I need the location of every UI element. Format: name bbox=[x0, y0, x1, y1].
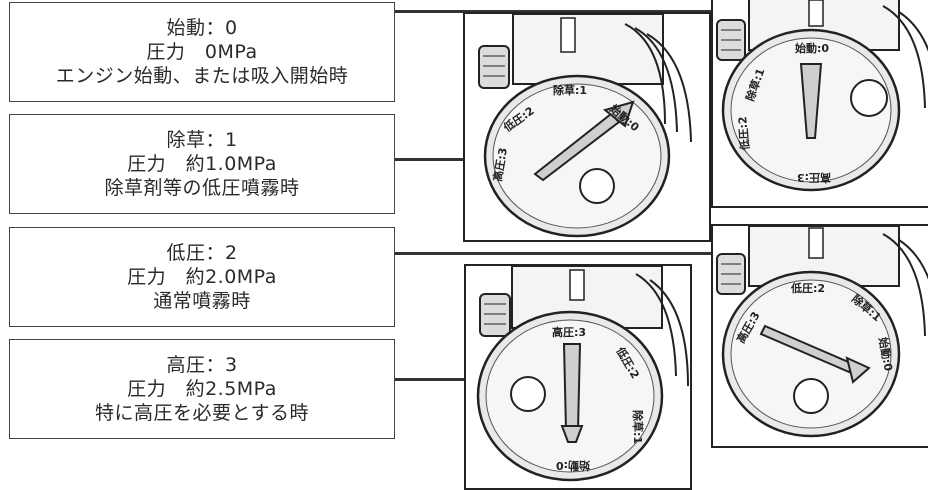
mode-pressure: 圧力 約2.5MPa bbox=[127, 378, 277, 400]
dial-label-low: 低圧:2 bbox=[735, 116, 752, 152]
dial-illustration-weed: 除草:1 始動:0 低圧:2 高圧:3 bbox=[463, 12, 711, 242]
mode-pressure: 圧力 約1.0MPa bbox=[127, 153, 277, 175]
dial-label-high: 高圧:3 bbox=[797, 171, 831, 185]
dial-illustration-high: 高圧:3 低圧:2 除草:1 始動:0 bbox=[464, 264, 692, 490]
dial-label-high: 高圧:3 bbox=[490, 147, 510, 183]
mode-title: 除草：1 bbox=[166, 129, 238, 151]
mode-usage: エンジン始動、または吸入開始時 bbox=[55, 65, 349, 87]
mode-box-weed: 除草：1 圧力 約1.0MPa 除草剤等の低圧噴霧時 bbox=[9, 114, 395, 214]
mode-title: 低圧：2 bbox=[166, 242, 238, 264]
dial-label-start: 始動:0 bbox=[556, 459, 590, 473]
mode-pressure: 圧力 0MPa bbox=[146, 41, 258, 63]
mode-usage: 特に高圧を必要とする時 bbox=[95, 402, 309, 424]
dial-label-start: 始動:0 bbox=[876, 336, 896, 372]
mode-pressure: 圧力 約2.0MPa bbox=[127, 266, 277, 288]
dial-label-low: 低圧:2 bbox=[790, 281, 825, 295]
connector-weed bbox=[395, 158, 465, 161]
mode-box-start: 始動：0 圧力 0MPa エンジン始動、または吸入開始時 bbox=[9, 2, 395, 102]
connector-start bbox=[395, 10, 720, 13]
mode-box-low: 低圧：2 圧力 約2.0MPa 通常噴霧時 bbox=[9, 227, 395, 327]
dial-label-start: 始動:0 bbox=[795, 41, 829, 55]
dial-label-weed: 除草:1 bbox=[631, 410, 645, 444]
connector-low bbox=[395, 252, 717, 255]
mode-title: 高圧：3 bbox=[166, 354, 238, 376]
dial-label-high: 高圧:3 bbox=[552, 325, 586, 339]
mode-box-high: 高圧：3 圧力 約2.5MPa 特に高圧を必要とする時 bbox=[9, 339, 395, 439]
dial-label-weed: 除草:1 bbox=[553, 83, 587, 97]
mode-usage: 通常噴霧時 bbox=[153, 290, 251, 312]
dial-illustration-low: 低圧:2 除草:1 高圧:3 始動:0 bbox=[711, 224, 928, 448]
connector-high bbox=[395, 378, 467, 381]
dial-illustration-start: 始動:0 除草:1 低圧:2 高圧:3 bbox=[711, 0, 928, 208]
mode-title: 始動：0 bbox=[166, 17, 238, 39]
mode-usage: 除草剤等の低圧噴霧時 bbox=[104, 177, 300, 199]
